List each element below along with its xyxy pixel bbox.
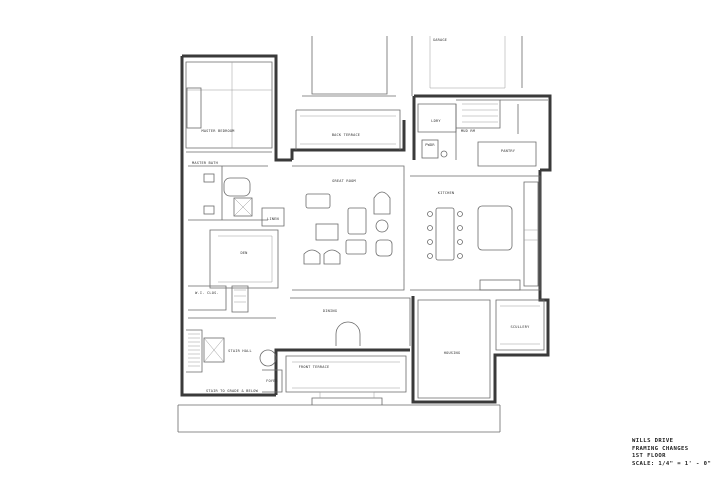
room-label-back-terrace: BACK TERRACE [332,133,360,137]
exterior-walls [180,54,552,404]
room-label-wic: W.I. CLOS. [195,291,219,295]
room-label-dining: DINING [323,309,337,313]
floor-level: 1ST FLOOR [632,453,666,460]
room-label-linen: LINEN [267,217,279,221]
room-label-laundry: LDRY [431,119,441,123]
room-label-powder: PWDR [425,143,435,147]
room-label-great-room: GREAT ROOM [332,179,356,183]
room-label-front-terrace: FRONT TERRACE [299,365,330,369]
room-label-foyer: FOYER [266,379,278,383]
drawing-subject: FRAMING CHANGES [632,445,689,452]
walk-in-closet: W.I. CLOS. [188,285,249,313]
master-bath: MASTER BATH [188,161,268,221]
room-label-stair-hall: STAIR HALL [228,349,252,353]
service-wing: LDRY MUD RM PWDR PANTRY [417,99,548,167]
room-label-pantry: PANTRY [501,149,516,153]
garage-area: GARAGE [302,36,523,97]
room-label-kitchen: KITCHEN [438,191,455,195]
title-block: WILLS DRIVE FRAMING CHANGES 1ST FLOOR SC… [632,438,711,468]
room-label-den: DEN [240,251,247,255]
den: DEN [209,229,279,289]
room-label-mud-room: MUD RM [461,129,476,133]
room-label-housing: HOUSING [444,351,461,355]
stair-hall: STAIR HALL STAIR TO GRADE & BELOW [186,317,277,393]
room-label-master-bath: MASTER BATH [192,161,218,165]
linen: LINEN [261,207,285,227]
housing: HOUSING [417,299,491,399]
room-label-master-bedroom: MASTER BEDROOM [201,129,235,133]
dining: DINING [290,297,411,346]
back-terrace: BACK TERRACE [295,109,401,150]
master-bedroom: MASTER BEDROOM [185,61,273,153]
stair-note: STAIR TO GRADE & BELOW [206,389,259,393]
great-room: GREAT ROOM [292,165,405,291]
kitchen: KITCHEN [403,166,541,291]
scullery: SCULLERY [495,299,545,351]
drawing-scale: SCALE: 1/4" = 1' - 0" [632,460,712,467]
room-label-garage: GARAGE [433,38,447,42]
room-label-scullery: SCULLERY [511,325,531,329]
front-terrace: FRONT TERRACE [177,355,501,433]
foyer: FOYER [262,369,283,393]
project-name: WILLS DRIVE [632,438,674,444]
